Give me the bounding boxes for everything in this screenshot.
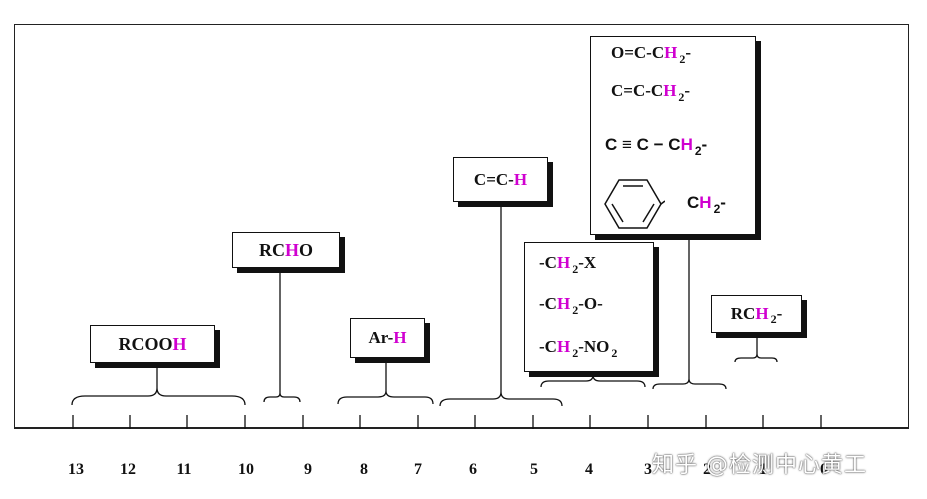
label-ar-h: Ar-H bbox=[350, 318, 425, 358]
brace-rch2 bbox=[734, 353, 778, 363]
tick-label: 8 bbox=[360, 461, 368, 478]
tick-label: 11 bbox=[176, 461, 192, 478]
tick-label: 4 bbox=[585, 461, 593, 478]
axis-ticks bbox=[72, 415, 822, 429]
tick-label: 13 bbox=[68, 461, 84, 478]
brace-cch bbox=[439, 391, 563, 407]
brace-allylic bbox=[652, 378, 727, 390]
tick-label: 2 bbox=[703, 461, 711, 478]
tick-label: 6 bbox=[469, 461, 477, 478]
brace-rcho bbox=[263, 392, 301, 403]
benzene-ring-icon bbox=[604, 179, 665, 229]
tick-label: 7 bbox=[414, 461, 422, 478]
tick-label: 9 bbox=[304, 461, 312, 478]
tick-label: 12 bbox=[120, 461, 136, 478]
brace-arh bbox=[337, 390, 434, 405]
brace-rcooh bbox=[71, 387, 246, 406]
watermark: 知乎 @检测中心黄工 bbox=[652, 453, 867, 478]
tick-label: 1 bbox=[759, 461, 767, 478]
tick-label: 10 bbox=[238, 461, 254, 478]
tick-label: 3 bbox=[644, 461, 652, 478]
label-alkene-h: C=C-H bbox=[453, 157, 548, 202]
tick-label: 0 bbox=[820, 461, 828, 478]
tick-label: 5 bbox=[530, 461, 538, 478]
brace-ch2x bbox=[540, 374, 646, 388]
spectrum-frame bbox=[14, 24, 909, 429]
